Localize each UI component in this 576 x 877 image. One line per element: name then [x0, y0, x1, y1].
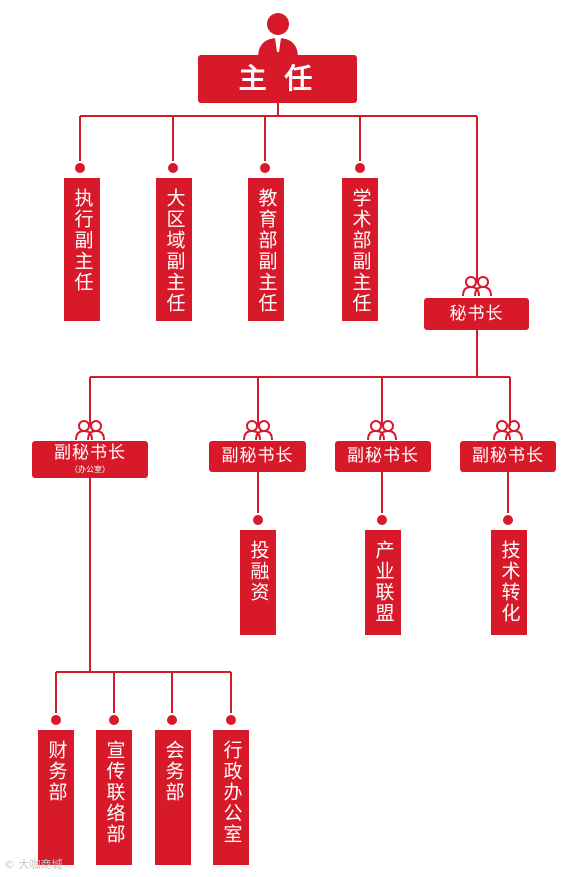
- deputy-secretary-label: 副秘书长: [221, 446, 294, 466]
- office-department-label: 财务部: [45, 740, 68, 803]
- group-icon: [367, 420, 397, 441]
- deputy-director-box: 教育部副主任: [248, 178, 284, 321]
- group-icon: [462, 276, 492, 297]
- deputy-director-label: 执行副主任: [71, 188, 94, 293]
- person-icon: [258, 13, 298, 58]
- office-note: （办公室）: [70, 464, 110, 474]
- director-label: 主 任: [238, 62, 317, 95]
- department-label: 技术转化: [498, 540, 521, 624]
- connector-dot: [501, 513, 515, 527]
- group-icon: [493, 420, 523, 441]
- secretary-general-label: 秘书长: [449, 303, 504, 324]
- connector-dot: [353, 161, 367, 175]
- secretary-general-box: 秘书长: [424, 298, 529, 330]
- deputy-director-label: 教育部副主任: [255, 188, 278, 314]
- office-department-label: 行政办公室: [220, 740, 243, 845]
- department-box: 投融资: [240, 530, 276, 635]
- deputy-director-box: 大区域副主任: [156, 178, 192, 321]
- office-department-box: 行政办公室: [213, 730, 249, 865]
- office-department-label: 会务部: [162, 740, 185, 803]
- connector-dot: [49, 713, 63, 727]
- deputy-secretary-box: 副秘书长: [460, 441, 556, 472]
- connector-dot: [258, 161, 272, 175]
- watermark: © 大咖商城: [4, 858, 63, 871]
- connector-dot: [251, 513, 265, 527]
- office-department-box: 会务部: [155, 730, 191, 865]
- department-label: 产业联盟: [372, 540, 395, 624]
- office-department-box: 宣传联络部: [96, 730, 132, 865]
- office-department-box: 财务部: [38, 730, 74, 865]
- deputy-secretary-box: 副秘书长: [335, 441, 431, 472]
- deputy-director-label: 大区域副主任: [163, 188, 186, 314]
- office-department-label: 宣传联络部: [103, 740, 126, 845]
- department-box: 技术转化: [491, 530, 527, 635]
- deputy-secretary-label: 副秘书长: [54, 442, 126, 463]
- connector-dot: [165, 713, 179, 727]
- deputy-secretary-label: 副秘书长: [472, 446, 544, 466]
- connector-dot: [73, 161, 87, 175]
- connector-dot: [224, 713, 238, 727]
- department-label: 投融资: [247, 540, 270, 603]
- connector-dot: [375, 513, 389, 527]
- department-box: 产业联盟: [365, 530, 401, 635]
- deputy-director-label: 学术部副主任: [349, 188, 372, 314]
- group-icon: [75, 420, 105, 441]
- deputy-secretary-label: 副秘书长: [347, 446, 419, 466]
- deputy-secretary-office-box: 副秘书长 （办公室）: [32, 441, 148, 478]
- connector-dot: [107, 713, 121, 727]
- director-box: 主 任: [198, 55, 357, 103]
- group-icon: [243, 420, 273, 441]
- connector-dot: [166, 161, 180, 175]
- deputy-director-box: 执行副主任: [64, 178, 100, 321]
- deputy-secretary-box: 副秘书长: [209, 441, 306, 472]
- deputy-director-box: 学术部副主任: [342, 178, 378, 321]
